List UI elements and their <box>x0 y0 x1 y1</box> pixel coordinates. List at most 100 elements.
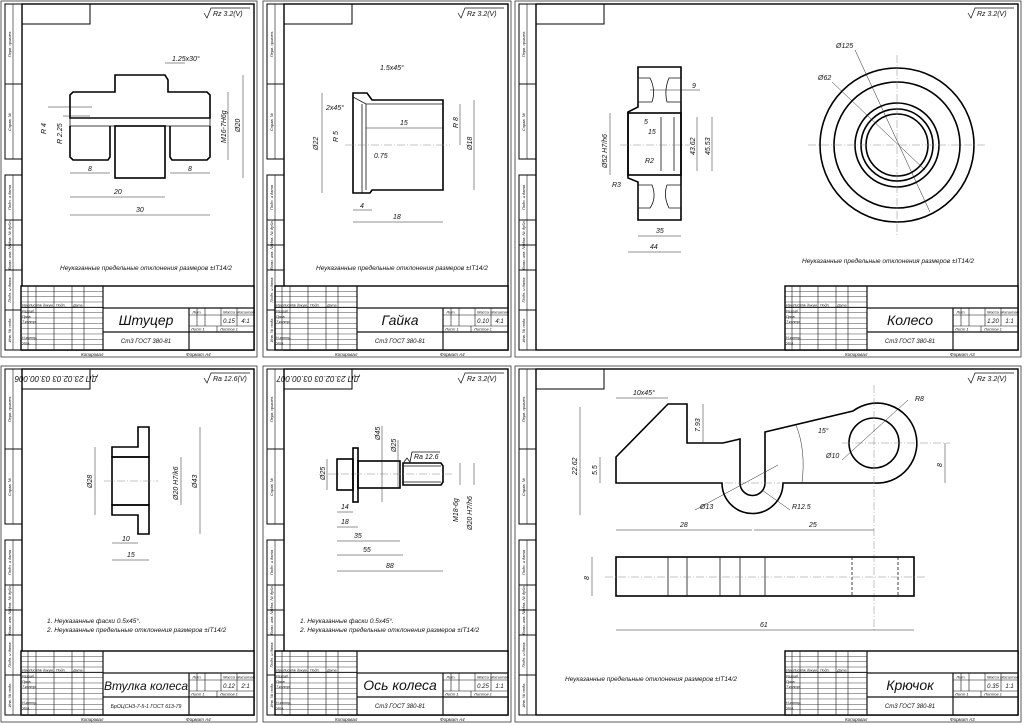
label-lit: Лит. <box>191 310 201 315</box>
title-block-col-header: Изм. <box>276 304 284 308</box>
dim-55: 5.5 <box>592 465 599 475</box>
part-material: Ст3 ГОСТ 380-81 <box>375 339 425 345</box>
title-block-row-label: Разраб. <box>22 675 35 679</box>
part-mass: 0.35 <box>987 684 999 690</box>
shtutser-left-thread <box>69 126 111 161</box>
roughness-ra: Ra 12.6 <box>414 454 439 461</box>
margin-label: Инв. № дубл. <box>521 585 526 610</box>
part-scale: 4:1 <box>495 319 503 325</box>
dim-18: 18 <box>393 214 401 221</box>
title-block-col-header: Дата <box>326 304 336 308</box>
label-scale: Масштаб <box>236 310 255 315</box>
part-scale: 1:1 <box>1005 684 1013 690</box>
title-block-col-header: Изм. <box>22 304 30 308</box>
margin-label: Подп. и дата <box>7 549 12 575</box>
dim-8-top: 8 <box>937 463 944 467</box>
shtutser-knurl <box>114 125 166 179</box>
margin-label: Перв. примен. <box>269 31 274 58</box>
dim-8-front: 8 <box>584 576 591 580</box>
margin-label: Взам. инв. № <box>269 609 274 634</box>
margin-label: Перв. примен. <box>7 31 12 58</box>
margin-label: Инв. № подл. <box>521 683 526 708</box>
title-block-col-header: Дата <box>836 669 846 673</box>
title-block-row-label: Пров. <box>22 680 31 684</box>
title-block-row-label: Утв. <box>786 341 794 345</box>
dim-2262: 22.62 <box>572 457 579 476</box>
title-block-col-header: № докум. <box>292 669 308 673</box>
dim-chamfer: 10x45° <box>633 389 655 397</box>
title-block-col-header: Лист <box>28 304 38 308</box>
dim-r4: R 4 <box>41 123 48 134</box>
drawing-kryuchok: 10x45° 7.93 22.62 5.5 Ø13 R12.5 28 25 15… <box>565 385 950 683</box>
dim-8-left: 8 <box>88 166 92 173</box>
title-block-col-header: Лист <box>282 669 292 673</box>
dim-30: 30 <box>136 207 144 214</box>
dim-d28: Ø28 <box>87 475 94 489</box>
part-title: Гайка <box>381 312 418 328</box>
label-lit: Лит. <box>955 675 965 680</box>
title-block-col-header: Изм. <box>276 669 284 673</box>
title-block-row-label: Пров. <box>786 680 795 684</box>
title-block-col-header: Дата <box>72 669 82 673</box>
margin-label: Инв. № подл. <box>269 683 274 708</box>
label-mass: Масса <box>477 675 490 680</box>
dim-61: 61 <box>760 622 768 629</box>
margin-label: Перв. примен. <box>521 396 526 423</box>
part-title: Крючок <box>886 677 935 693</box>
margin-label: Справ. № <box>7 112 12 131</box>
margin-label: Взам. инв. № <box>7 609 12 634</box>
dim-d20: Ø20 H7/h6 <box>467 496 474 531</box>
note-tolerance: Неуказанные предельные отклонения размер… <box>60 264 232 272</box>
title-block-row-label: Пров. <box>276 680 285 684</box>
koleso-lower-recess <box>637 184 682 209</box>
label-lit: Лит. <box>191 675 201 680</box>
dim-4: 4 <box>360 203 364 210</box>
title-block-row-label: Утв. <box>276 341 284 345</box>
dim-r125: R12.5 <box>792 504 811 511</box>
shtutser-upper-section <box>69 74 211 119</box>
title-block-row-label: Пров. <box>786 315 795 319</box>
margin-label: Инв. № подл. <box>521 318 526 343</box>
title-block-col-header: Лист <box>792 304 802 308</box>
margin-strip-top <box>518 3 537 160</box>
title-block-row-label: Т.контр. <box>276 320 291 324</box>
margin-label: Подп. и дата <box>521 642 526 668</box>
dim-chamfer-2: 2x45° <box>325 104 344 112</box>
title-block-row-label: Н.контр. <box>276 701 291 705</box>
title-block-col-header: Изм. <box>786 669 794 673</box>
dim-d13: Ø13 <box>699 504 713 511</box>
dim-thread: M16-7H6g <box>221 110 228 143</box>
title-block-col-header: № докум. <box>38 304 54 308</box>
margin-label: Инв. № дубл. <box>7 220 12 245</box>
part-scale: 2:1 <box>240 684 249 690</box>
title-block-row-label: Утв. <box>22 706 30 710</box>
label-mass: Масса <box>223 310 236 315</box>
title-block-row-label: Т.контр. <box>276 685 291 689</box>
title-block-row-label: Разраб. <box>22 310 35 314</box>
roughness-mark: Rz 3.2(V) <box>467 376 497 383</box>
title-block-row-label: Утв. <box>276 706 284 710</box>
title-block-col-header: Подп. <box>820 304 830 308</box>
dim-r8: R8 <box>915 396 924 403</box>
label-sheets: Листов 1 <box>983 327 1002 332</box>
label-sheets: Листов 1 <box>473 692 492 697</box>
margin-strip-bottom <box>4 174 23 351</box>
roughness-mark: Rz 3.2(V) <box>467 11 497 18</box>
margin-label: Перв. примен. <box>521 31 526 58</box>
os-thread <box>402 462 444 486</box>
label-scale: Масштаб <box>236 675 255 680</box>
label-sheet: Лист 1 <box>444 327 459 332</box>
part-title: Втулка колеса <box>104 679 188 693</box>
margin-label: Инв. № подл. <box>269 318 274 343</box>
label-copied: Копировал <box>335 352 358 357</box>
dim-thread: M18-6g <box>453 498 460 522</box>
label-sheet: Лист 1 <box>190 327 205 332</box>
title-block-row-label: Н.контр. <box>786 701 801 705</box>
part-scale: 4:1 <box>241 319 249 325</box>
